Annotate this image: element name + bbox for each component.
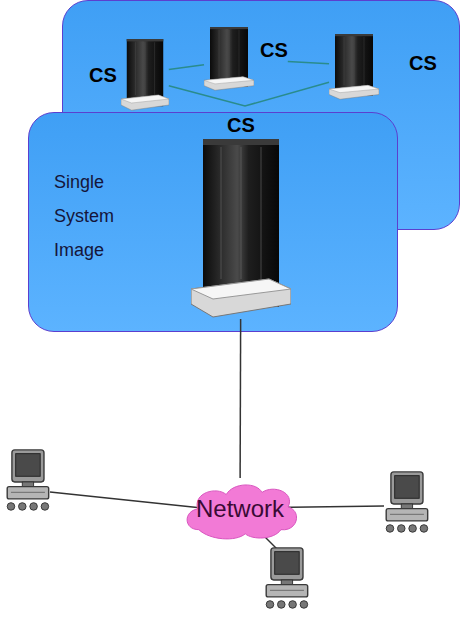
server-icon <box>329 34 379 100</box>
network-link <box>169 65 204 70</box>
workstation-icon <box>386 472 427 532</box>
node-label: Single System Image <box>54 165 134 267</box>
cluster-panel: CS Single System Image <box>28 112 398 332</box>
workstation-icon <box>266 548 307 608</box>
workstation-icon <box>7 450 48 510</box>
node-label: Network <box>196 495 284 523</box>
server-icon <box>121 39 169 111</box>
network-link <box>288 61 329 63</box>
network-cloud: Network <box>181 478 300 540</box>
node-label: CS <box>409 52 437 75</box>
server-icon <box>204 27 254 91</box>
server-node: CS <box>204 27 288 91</box>
node-label: CS <box>260 39 288 62</box>
server-icon <box>191 139 291 319</box>
server-node: CS <box>89 39 169 111</box>
server-node: CS <box>191 114 291 319</box>
node-label: CS <box>227 114 255 137</box>
node-label: CS <box>89 64 117 87</box>
network-link <box>169 82 329 106</box>
server-node: CS <box>329 34 437 100</box>
network-link <box>239 319 241 478</box>
